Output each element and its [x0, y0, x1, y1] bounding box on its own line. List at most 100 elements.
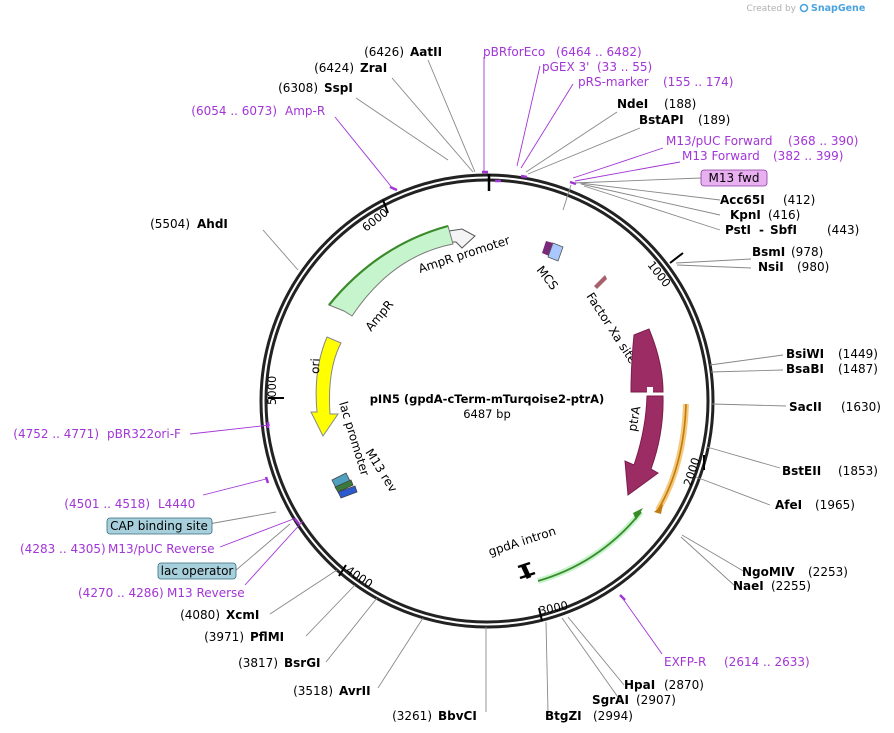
- ori-arrow: [310, 336, 342, 437]
- ptra-gap: [647, 387, 653, 394]
- primer-prsmarker-range: (155 .. 174): [663, 75, 733, 89]
- credit-text: Created by: [746, 4, 796, 14]
- site-nsii-pos: (980): [797, 260, 829, 274]
- backbone-outer: [259, 173, 715, 629]
- site-bbvci-name[interactable]: BbvCI: [438, 709, 477, 723]
- ampr-label: AmpR: [363, 297, 397, 333]
- site-btgzi-pos: (2994): [593, 709, 633, 723]
- primer-pgex3-range: (33 .. 55): [597, 60, 652, 74]
- tick-label-5000: 5000: [265, 376, 279, 405]
- site-ahdi-pos: (5504): [150, 217, 190, 231]
- tick-label-2000: 2000: [681, 456, 703, 488]
- site-acc65i-pos: (412): [783, 193, 815, 207]
- site-afei-name[interactable]: AfeI: [775, 498, 802, 512]
- ampr-track: [328, 224, 449, 306]
- site-xcmi-name[interactable]: XcmI: [226, 608, 259, 622]
- primer-connectors: [189, 57, 681, 655]
- site-bsabi-pos: (1487): [838, 362, 878, 376]
- site-nsii-name[interactable]: NsiI: [758, 260, 784, 274]
- site-bsiwi-name[interactable]: BsiWI: [786, 347, 824, 361]
- site-bsabi-name[interactable]: BsaBI: [786, 362, 824, 376]
- factor-xa-label: Factor Xa site: [583, 290, 639, 366]
- site-btgzi-name[interactable]: BtgZI: [545, 709, 582, 723]
- site-sbfi-name[interactable]: SbfI: [770, 223, 797, 237]
- site-ndei-pos: (188): [664, 97, 696, 111]
- site-pflmi-name[interactable]: PflMI: [250, 630, 284, 644]
- site-bbvci-pos: (3261): [392, 709, 432, 723]
- site-sgrai-name[interactable]: SgrAI: [592, 693, 629, 707]
- ptra-label: ptrA: [625, 404, 643, 432]
- primer-pbrforeco-range: (6464 .. 6482): [556, 45, 642, 59]
- site-ndei-name[interactable]: NdeI: [617, 97, 648, 111]
- primer-pbr322-name[interactable]: pBR322ori-F: [107, 427, 181, 441]
- primer-m13puc-f-name[interactable]: M13/pUC Forward: [666, 134, 773, 148]
- site-sspi-name[interactable]: SspI: [324, 81, 353, 95]
- fp-track-arrowhead: [654, 504, 663, 514]
- site-separator: -: [759, 223, 764, 237]
- primer-m13puc-f-range: (368 .. 390): [788, 134, 858, 148]
- site-kpni-name[interactable]: KpnI: [730, 208, 761, 222]
- primer-m13f-name[interactable]: M13 Forward: [682, 149, 760, 163]
- site-zrai-name[interactable]: ZraI: [360, 61, 387, 75]
- site-sacii-name[interactable]: SacII: [789, 400, 822, 414]
- plasmid-length: 6487 bp: [463, 407, 511, 421]
- site-bsteii-pos: (1853): [838, 464, 878, 478]
- fp-track: [657, 403, 687, 511]
- primer-m13r-name[interactable]: M13 Reverse: [167, 586, 245, 600]
- primer-prsmarker-name[interactable]: pRS-marker: [578, 75, 649, 89]
- primer-m13puc-r-name[interactable]: M13/pUC Reverse: [108, 542, 215, 556]
- site-zrai-pos: (6424): [314, 61, 354, 75]
- site-sgrai-pos: (2907): [636, 693, 676, 707]
- site-afei-pos: (1965): [815, 498, 855, 512]
- primer-m13r-range: (4270 .. 4286): [78, 586, 164, 600]
- site-xcmi-pos: (4080): [180, 608, 220, 622]
- site-aatii-name[interactable]: AatII: [410, 45, 442, 59]
- factor-xa-mark: [594, 275, 607, 289]
- primer-exfpr-range: (2614 .. 2633): [724, 655, 810, 669]
- site-bstapi-pos: (189): [698, 113, 730, 127]
- m13fwd-box[interactable]: [700, 169, 768, 187]
- site-sacii-pos: (1630): [841, 400, 881, 414]
- site-aatii-pos: (6426): [364, 45, 404, 59]
- site-bsteii-name[interactable]: BstEII: [782, 464, 821, 478]
- site-naei-pos: (2255): [771, 579, 811, 593]
- site-connectors: [202, 59, 787, 713]
- site-bsrgi-name[interactable]: BsrGI: [284, 656, 321, 670]
- snapgene-logo-icon: [799, 3, 809, 13]
- mcs-label: MCS: [534, 263, 561, 292]
- primer-l4440-name[interactable]: L4440: [158, 497, 195, 511]
- ring-tick-marks: [268, 199, 705, 622]
- primer-l4440-range: (4501 .. 4518): [64, 497, 150, 511]
- lac-operator-box[interactable]: [157, 562, 237, 580]
- site-ngomiv-pos: (2253): [808, 565, 848, 579]
- primer-pbrforeco-name[interactable]: pBRforEco: [483, 45, 545, 59]
- site-bstapi-name[interactable]: BstAPI: [639, 113, 684, 127]
- site-avrii-name[interactable]: AvrII: [339, 684, 371, 698]
- site-psti-name[interactable]: PstI: [725, 223, 751, 237]
- primer-exfpr-name[interactable]: EXFP-R: [664, 655, 706, 669]
- site-naei-name[interactable]: NaeI: [733, 579, 764, 593]
- plasmid-name: pIN5 (gpdA-cTerm-mTurqoise2-ptrA): [370, 392, 605, 406]
- primer-ampr-range: (6054 .. 6073): [191, 104, 277, 118]
- site-psti-pos: (443): [827, 223, 859, 237]
- site-kpni-pos: (416): [768, 208, 800, 222]
- site-bsrgi-pos: (3817): [238, 656, 278, 670]
- tick-label-3000: 3000: [538, 598, 570, 618]
- site-acc65i-name[interactable]: Acc65I: [720, 193, 765, 207]
- site-bsmi-name[interactable]: BsmI: [752, 245, 785, 259]
- cap-binding-box[interactable]: [106, 517, 213, 535]
- primer-pbr322-range: (4752 .. 4771): [13, 427, 99, 441]
- primer-pgex3-name[interactable]: pGEX 3': [542, 60, 589, 74]
- site-bsmi-pos: (978): [791, 245, 823, 259]
- site-hpai-name[interactable]: HpaI: [624, 678, 655, 692]
- gpda-intron-label: gpdA intron: [487, 524, 558, 559]
- site-sspi-pos: (6308): [278, 81, 318, 95]
- backbone-inner: [264, 178, 710, 624]
- site-hpai-pos: (2870): [664, 678, 704, 692]
- lac-operator-label: lac operator: [161, 564, 234, 578]
- primer-ampr-name[interactable]: Amp-R: [285, 104, 325, 118]
- lac-promoter-label: lac promoter: [336, 400, 372, 478]
- site-ngomiv-name[interactable]: NgoMIV: [742, 565, 795, 579]
- site-ahdi-name[interactable]: AhdI: [197, 217, 228, 231]
